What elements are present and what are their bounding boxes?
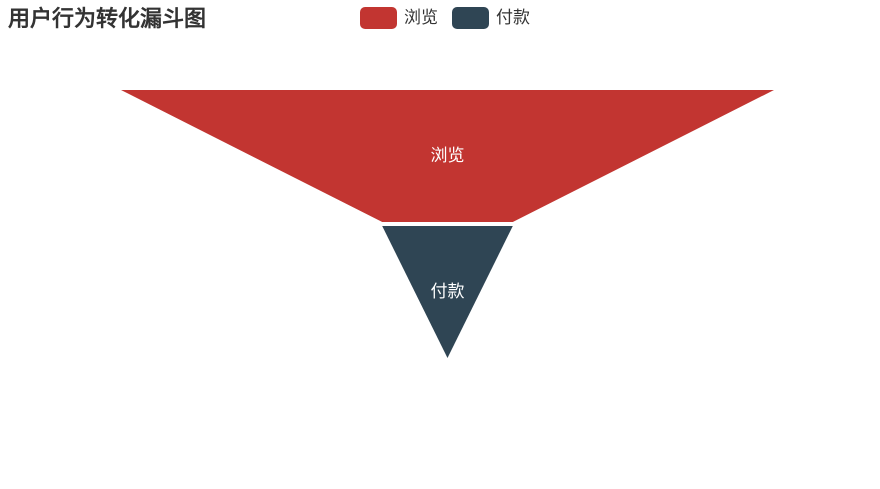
funnel-slice-label-0: 浏览 [431, 146, 465, 166]
legend-label-browse: 浏览 [404, 8, 438, 28]
legend-swatch-browse [360, 7, 397, 29]
funnel-slice-1[interactable] [382, 226, 513, 358]
legend-swatch-pay [452, 7, 489, 29]
legend-item-browse[interactable]: 浏览 [360, 7, 438, 29]
legend: 浏览 付款 [360, 7, 530, 29]
legend-label-pay: 付款 [496, 8, 530, 28]
funnel-slice-label-1: 付款 [431, 282, 465, 302]
chart-title: 用户行为转化漏斗图 [8, 7, 207, 32]
legend-item-pay[interactable]: 付款 [452, 7, 530, 29]
funnel-slices [121, 90, 774, 358]
funnel-slice-0[interactable] [121, 90, 774, 222]
